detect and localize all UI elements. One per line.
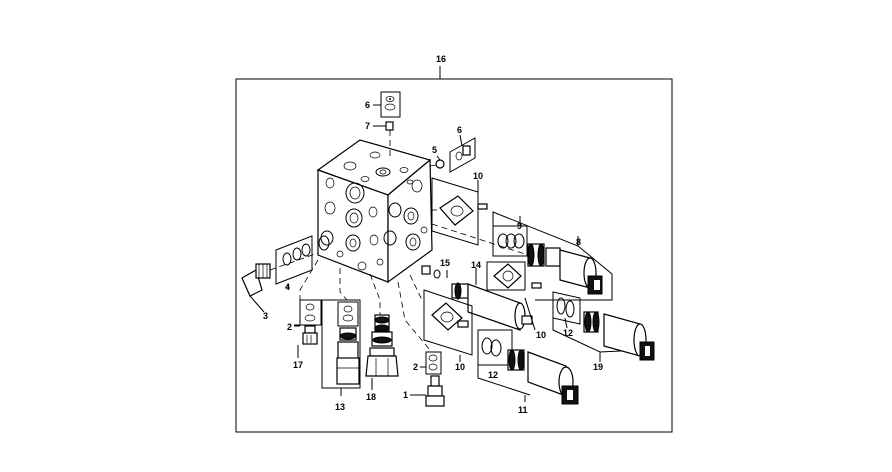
flange-box-10-top bbox=[431, 177, 479, 246]
oring-box-9 bbox=[492, 225, 528, 257]
seal-kit-box-6-right bbox=[449, 137, 476, 173]
seal-kit-box-6-top bbox=[380, 91, 401, 118]
callout-2-left: 2 bbox=[287, 322, 292, 332]
assembly-frame bbox=[235, 78, 673, 433]
callout-6-top: 6 bbox=[365, 100, 370, 110]
callout-18: 18 bbox=[366, 392, 376, 402]
callout-4: 4 bbox=[285, 282, 290, 292]
valve-cartridge-18 bbox=[365, 314, 399, 377]
flange-plate-10-mid bbox=[493, 263, 522, 289]
callout-19: 19 bbox=[593, 362, 603, 372]
callout-10-mid: 10 bbox=[536, 330, 546, 340]
seal-kit-box-17 bbox=[299, 299, 322, 326]
cartridge-box-8 bbox=[492, 211, 613, 301]
callout-15: 15 bbox=[440, 258, 450, 268]
callout-17: 17 bbox=[293, 360, 303, 370]
callout-13: 13 bbox=[335, 402, 345, 412]
flange-plate-10-top bbox=[439, 195, 474, 226]
plug-7 bbox=[385, 121, 394, 131]
callout-10-low: 10 bbox=[455, 362, 465, 372]
seal-box-4 bbox=[275, 235, 313, 285]
callout-9: 9 bbox=[517, 221, 522, 231]
seal-kit-box-2-lower bbox=[425, 351, 442, 375]
plug-3 bbox=[241, 263, 271, 297]
callout-11: 11 bbox=[518, 405, 528, 415]
callout-1: 1 bbox=[403, 390, 408, 400]
callout-5: 5 bbox=[432, 145, 437, 155]
callout-10-top: 10 bbox=[473, 171, 483, 181]
solenoid-cartridge-11 bbox=[507, 349, 579, 405]
callout-2-lower: 2 bbox=[413, 362, 418, 372]
seal-ring-4 bbox=[318, 235, 330, 251]
callout-8: 8 bbox=[576, 237, 581, 247]
cartridge-13 bbox=[336, 327, 360, 385]
valve-block bbox=[316, 139, 433, 284]
plug-5 bbox=[435, 159, 445, 169]
solenoid-cartridge-8 bbox=[527, 243, 603, 295]
solenoid-cartridge-19 bbox=[583, 311, 655, 361]
flange-plate-10-low bbox=[431, 302, 463, 331]
plug-17 bbox=[302, 325, 318, 345]
oring-box-12-lower bbox=[477, 329, 513, 366]
flange-box-10-low bbox=[423, 289, 473, 356]
callout-7: 7 bbox=[365, 121, 370, 131]
callout-12-lower: 12 bbox=[488, 370, 498, 380]
oring-box-12-upper bbox=[552, 291, 581, 325]
cartridge-14 bbox=[451, 282, 533, 331]
flange-box-10-mid bbox=[486, 261, 526, 291]
oring-15 bbox=[421, 265, 431, 275]
callout-12-upper: 12 bbox=[563, 328, 573, 338]
cartridge-box-11 bbox=[477, 358, 531, 396]
plug-1 bbox=[425, 375, 445, 407]
callout-6-right: 6 bbox=[457, 125, 462, 135]
callout-16: 16 bbox=[436, 54, 446, 64]
callout-14: 14 bbox=[471, 260, 481, 270]
callout-3: 3 bbox=[263, 311, 268, 321]
